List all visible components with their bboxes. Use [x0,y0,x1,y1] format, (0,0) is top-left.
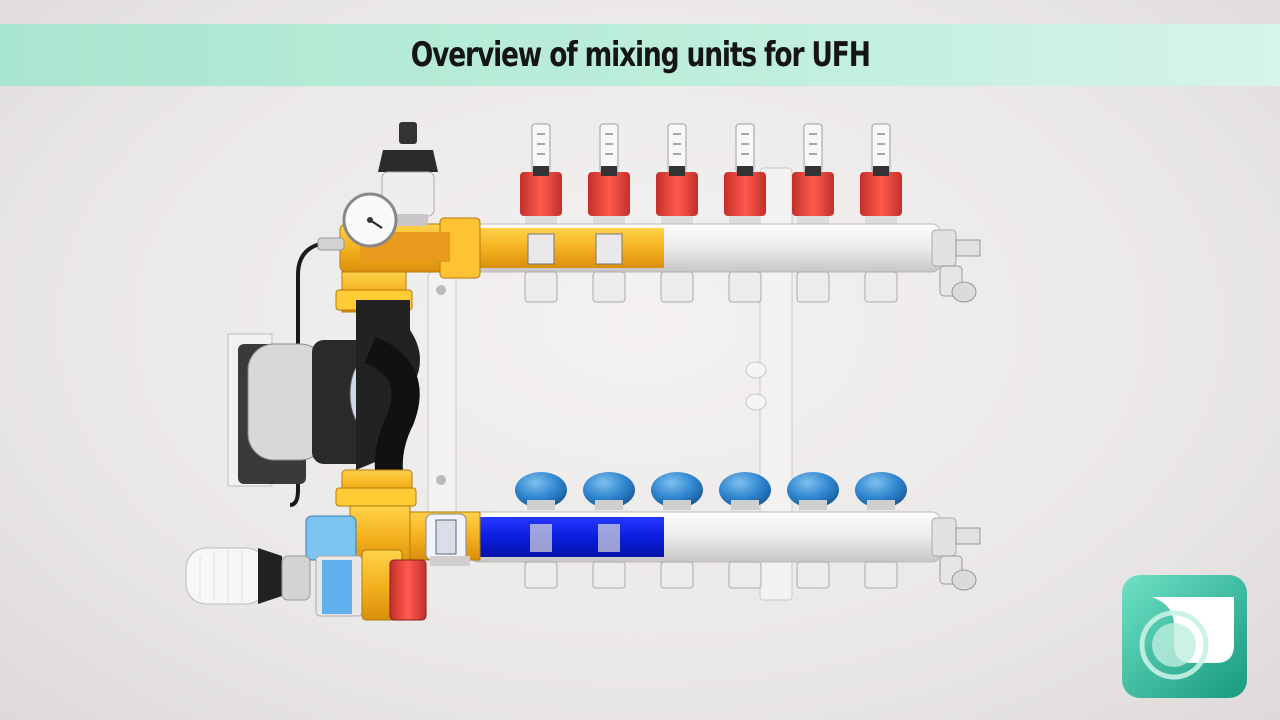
thermostatic-head-icon [185,547,311,605]
mounting-bracket-left [427,271,457,523]
temperature-gauge-icon [317,192,398,251]
drain-valve-bottom [939,527,981,591]
brand-logo-icon [1122,575,1247,698]
supply-manifold [469,223,957,303]
valve-caps [515,472,907,510]
title-bar: Overview of mixing units for UFH [0,24,1280,86]
mixing-valve [305,469,481,621]
pump-icon [227,300,420,487]
flowmeters [520,123,902,224]
air-vent-icon [378,122,438,226]
return-manifold [469,511,957,589]
drain-valve-top [939,239,981,303]
page-title: Overview of mixing units for UFH [410,35,870,75]
